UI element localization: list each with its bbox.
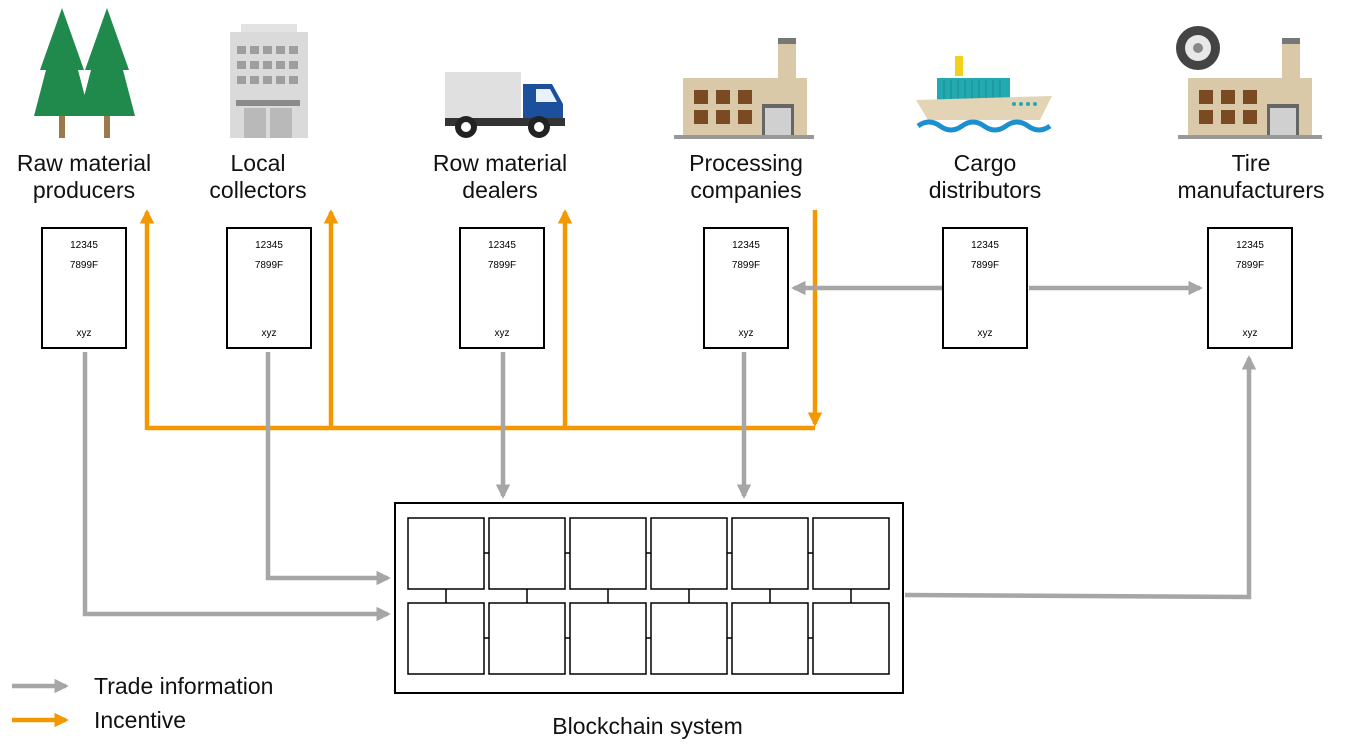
tire-factory-icon bbox=[1176, 26, 1322, 139]
data-card-cargo: 12345 7899F xyz bbox=[942, 227, 1028, 349]
card-line2: 7899F bbox=[731, 260, 761, 271]
stage-name-line1: Tire bbox=[1231, 150, 1271, 176]
stage-name-line2: dealers bbox=[462, 177, 538, 203]
trade-info-arrows bbox=[82, 280, 1257, 622]
card-line3: xyz bbox=[76, 328, 92, 339]
block bbox=[407, 517, 485, 590]
legend-incentive-label: Incentive bbox=[94, 707, 187, 733]
legend-trade-label: Trade information bbox=[94, 673, 274, 699]
stage-name-line1: Processing bbox=[689, 150, 803, 176]
incentive-arrows bbox=[139, 209, 823, 431]
office-building-icon bbox=[230, 24, 308, 138]
data-card-dealers: 12345 7899F xyz bbox=[459, 227, 545, 349]
data-card-tire: 12345 7899F xyz bbox=[1207, 227, 1293, 349]
stage-name-line2: collectors bbox=[209, 177, 307, 203]
factory-icon bbox=[674, 38, 814, 139]
trees-icon bbox=[34, 8, 135, 138]
block bbox=[569, 517, 647, 590]
card-line3: xyz bbox=[738, 328, 754, 339]
stage-label-row-material-dealers: Row material dealers bbox=[400, 150, 600, 204]
stage-name-line1: Raw material bbox=[16, 150, 152, 176]
trade-arrow-collectors bbox=[265, 352, 391, 586]
data-card-processing: 12345 7899F xyz bbox=[703, 227, 789, 349]
data-card-collectors: 12345 7899F xyz bbox=[226, 227, 312, 349]
card-line1: 12345 bbox=[732, 240, 760, 251]
card-line1: 12345 bbox=[70, 240, 98, 251]
block bbox=[812, 602, 890, 675]
block-links bbox=[445, 552, 852, 639]
cargo-ship-icon bbox=[916, 56, 1052, 133]
card-line3: xyz bbox=[1242, 328, 1258, 339]
block bbox=[488, 602, 566, 675]
card-line2: 7899F bbox=[970, 260, 1000, 271]
stage-label-cargo-distributors: Cargo distributors bbox=[885, 150, 1085, 204]
stage-name-line2: distributors bbox=[928, 177, 1042, 203]
card-line2: 7899F bbox=[487, 260, 517, 271]
stage-name-line2: companies bbox=[690, 177, 802, 203]
stage-label-local-collectors: Local collectors bbox=[158, 150, 358, 204]
stage-label-processing-companies: Processing companies bbox=[646, 150, 846, 204]
card-line1: 12345 bbox=[971, 240, 999, 251]
stage-name-line2: producers bbox=[32, 177, 136, 203]
card-line2: 7899F bbox=[69, 260, 99, 271]
delivery-truck-icon bbox=[445, 72, 565, 138]
block bbox=[731, 602, 809, 675]
stage-name-line1: Cargo bbox=[953, 150, 1017, 176]
card-line1: 12345 bbox=[488, 240, 516, 251]
block bbox=[488, 517, 566, 590]
blockchain-system bbox=[394, 502, 904, 694]
card-line1: 12345 bbox=[255, 240, 283, 251]
block bbox=[812, 517, 890, 590]
card-line3: xyz bbox=[261, 328, 277, 339]
stage-name-line1: Row material bbox=[432, 150, 568, 176]
card-line3: xyz bbox=[494, 328, 510, 339]
block bbox=[569, 602, 647, 675]
card-line2: 7899F bbox=[1235, 260, 1265, 271]
blockchain-system-label: Blockchain system bbox=[552, 713, 743, 739]
card-line3: xyz bbox=[977, 328, 993, 339]
block bbox=[650, 517, 728, 590]
block bbox=[650, 602, 728, 675]
card-line1: 12345 bbox=[1236, 240, 1264, 251]
stage-name-line2: manufacturers bbox=[1177, 177, 1325, 203]
stage-label-tire-manufacturers: Tire manufacturers bbox=[1151, 150, 1349, 204]
block bbox=[407, 602, 485, 675]
data-card-producers: 12345 7899F xyz bbox=[41, 227, 127, 349]
trade-arrow-system-to-tire bbox=[904, 355, 1257, 600]
block bbox=[731, 517, 809, 590]
stage-name-line1: Local bbox=[230, 150, 286, 176]
trade-arrow-producers bbox=[82, 352, 391, 622]
stage-label-raw-material-producers: Raw material producers bbox=[0, 150, 184, 204]
card-line2: 7899F bbox=[254, 260, 284, 271]
